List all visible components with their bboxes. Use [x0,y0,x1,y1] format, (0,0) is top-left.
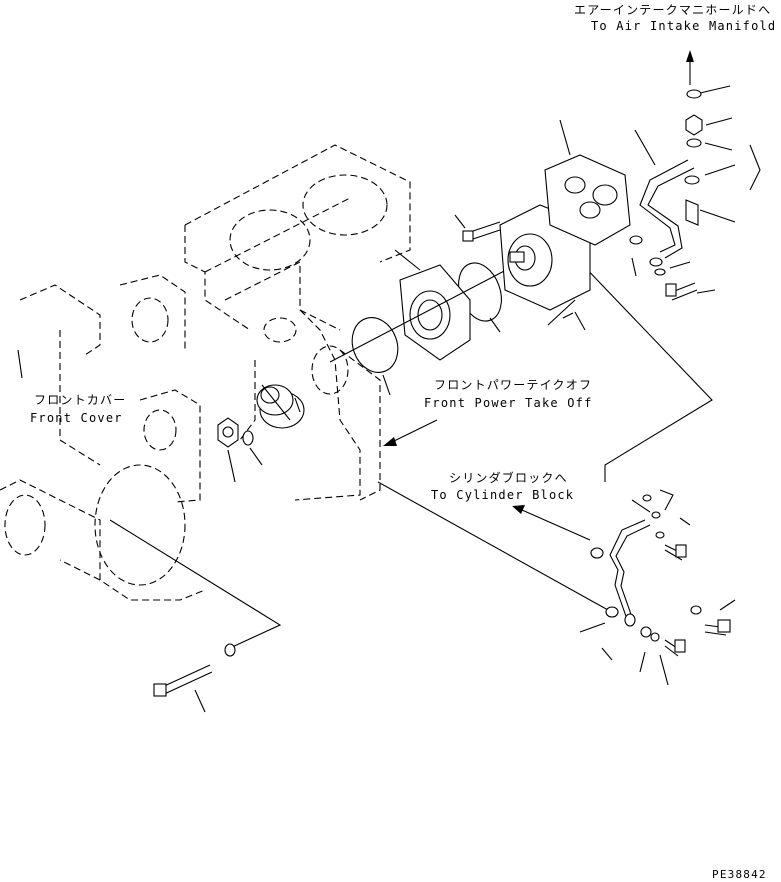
leader-front-cover [17,349,23,379]
cylinder-block-label-en: To Cylinder Block [431,488,575,502]
air-intake-label-jp: エアーインテークマニホールドへ [574,3,772,17]
pto-housing [394,249,471,361]
pto-gear [256,384,305,429]
front-pto-label-jp: フロントパワーテイクオフ [434,378,593,392]
air-compressor [499,119,631,311]
front-cover-outline [0,274,206,601]
oil-pipe [579,489,736,686]
air-pipe [629,85,761,301]
nut-and-washer [217,417,263,483]
leader-front-bolt [109,519,282,649]
bolts [153,214,586,713]
leader-axis-1 [329,267,511,363]
leader-cyl-block [377,481,609,611]
leader-oil-line [579,261,713,482]
arrow-to-cylinder-block [512,505,591,541]
arrow-to-air-intake [686,50,694,85]
front-pto-label-en: Front Power Take Off [424,396,593,410]
front-cover-label-jp: フロントカバー [34,393,127,407]
front-cover-label-en: Front Cover [30,411,123,425]
drawing-code: PE38842 [712,868,767,881]
engine-block-outline [184,144,411,501]
leader-compressor-bolt [547,299,576,326]
arrow-to-pto [383,419,438,446]
cylinder-block-label-jp: シリンダブロックへ [449,471,568,485]
air-intake-label-en: To Air Intake Manifold [591,19,777,33]
